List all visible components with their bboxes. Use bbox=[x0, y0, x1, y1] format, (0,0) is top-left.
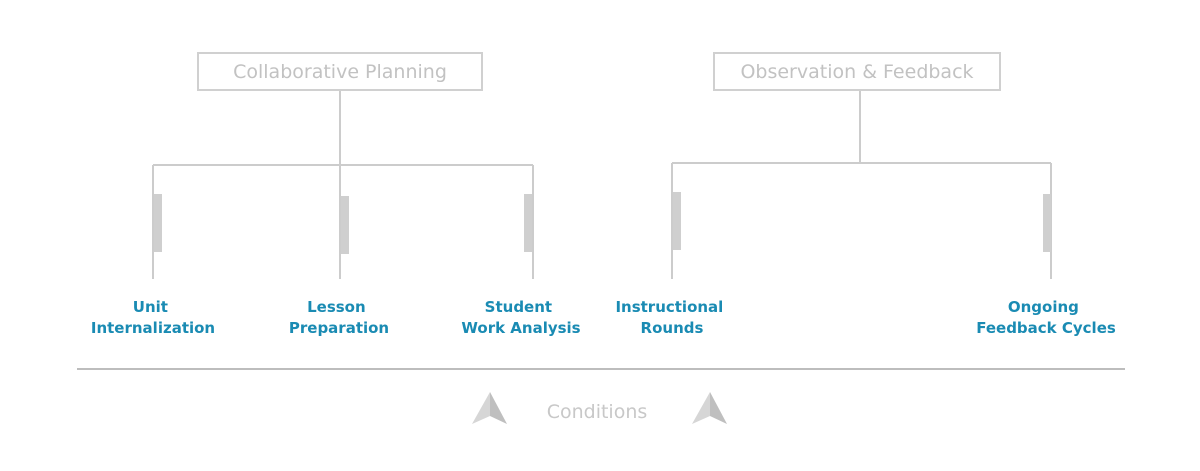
group-title: Collaborative Planning bbox=[233, 61, 447, 83]
node-marker bbox=[673, 192, 681, 250]
node-marker bbox=[524, 194, 532, 252]
node-lesson-preparation: Lesson Preparation bbox=[289, 165, 389, 337]
node-ongoing-feedback-cycles: Ongoing Feedback Cycles bbox=[976, 163, 1116, 337]
left-arrow-icon bbox=[472, 392, 507, 424]
foundation: Conditions bbox=[77, 368, 1125, 424]
node-label: Instructional Rounds bbox=[615, 298, 728, 337]
group-collaborative-planning: Collaborative Planning Unit Internalizat… bbox=[91, 52, 581, 337]
node-label: Lesson Preparation bbox=[289, 298, 389, 337]
group-title-box bbox=[713, 52, 1001, 91]
node-marker bbox=[341, 196, 349, 254]
node-label: Ongoing Feedback Cycles bbox=[976, 298, 1116, 337]
node-student-work-analysis: Student Work Analysis bbox=[461, 165, 581, 337]
node-unit-internalization: Unit Internalization bbox=[91, 165, 215, 337]
node-label: Unit Internalization bbox=[91, 298, 215, 337]
node-label: Student Work Analysis bbox=[461, 298, 580, 337]
group-title: Observation & Feedback bbox=[740, 61, 973, 83]
group-observation-feedback: Observation & Feedback Instructional Rou… bbox=[615, 52, 1116, 337]
node-marker bbox=[1043, 194, 1051, 252]
node-instructional-rounds: Instructional Rounds bbox=[615, 163, 728, 337]
right-arrow-icon bbox=[692, 392, 727, 424]
foundation-label: Conditions bbox=[547, 401, 648, 423]
group-title-box bbox=[197, 52, 483, 91]
node-marker bbox=[154, 194, 162, 252]
